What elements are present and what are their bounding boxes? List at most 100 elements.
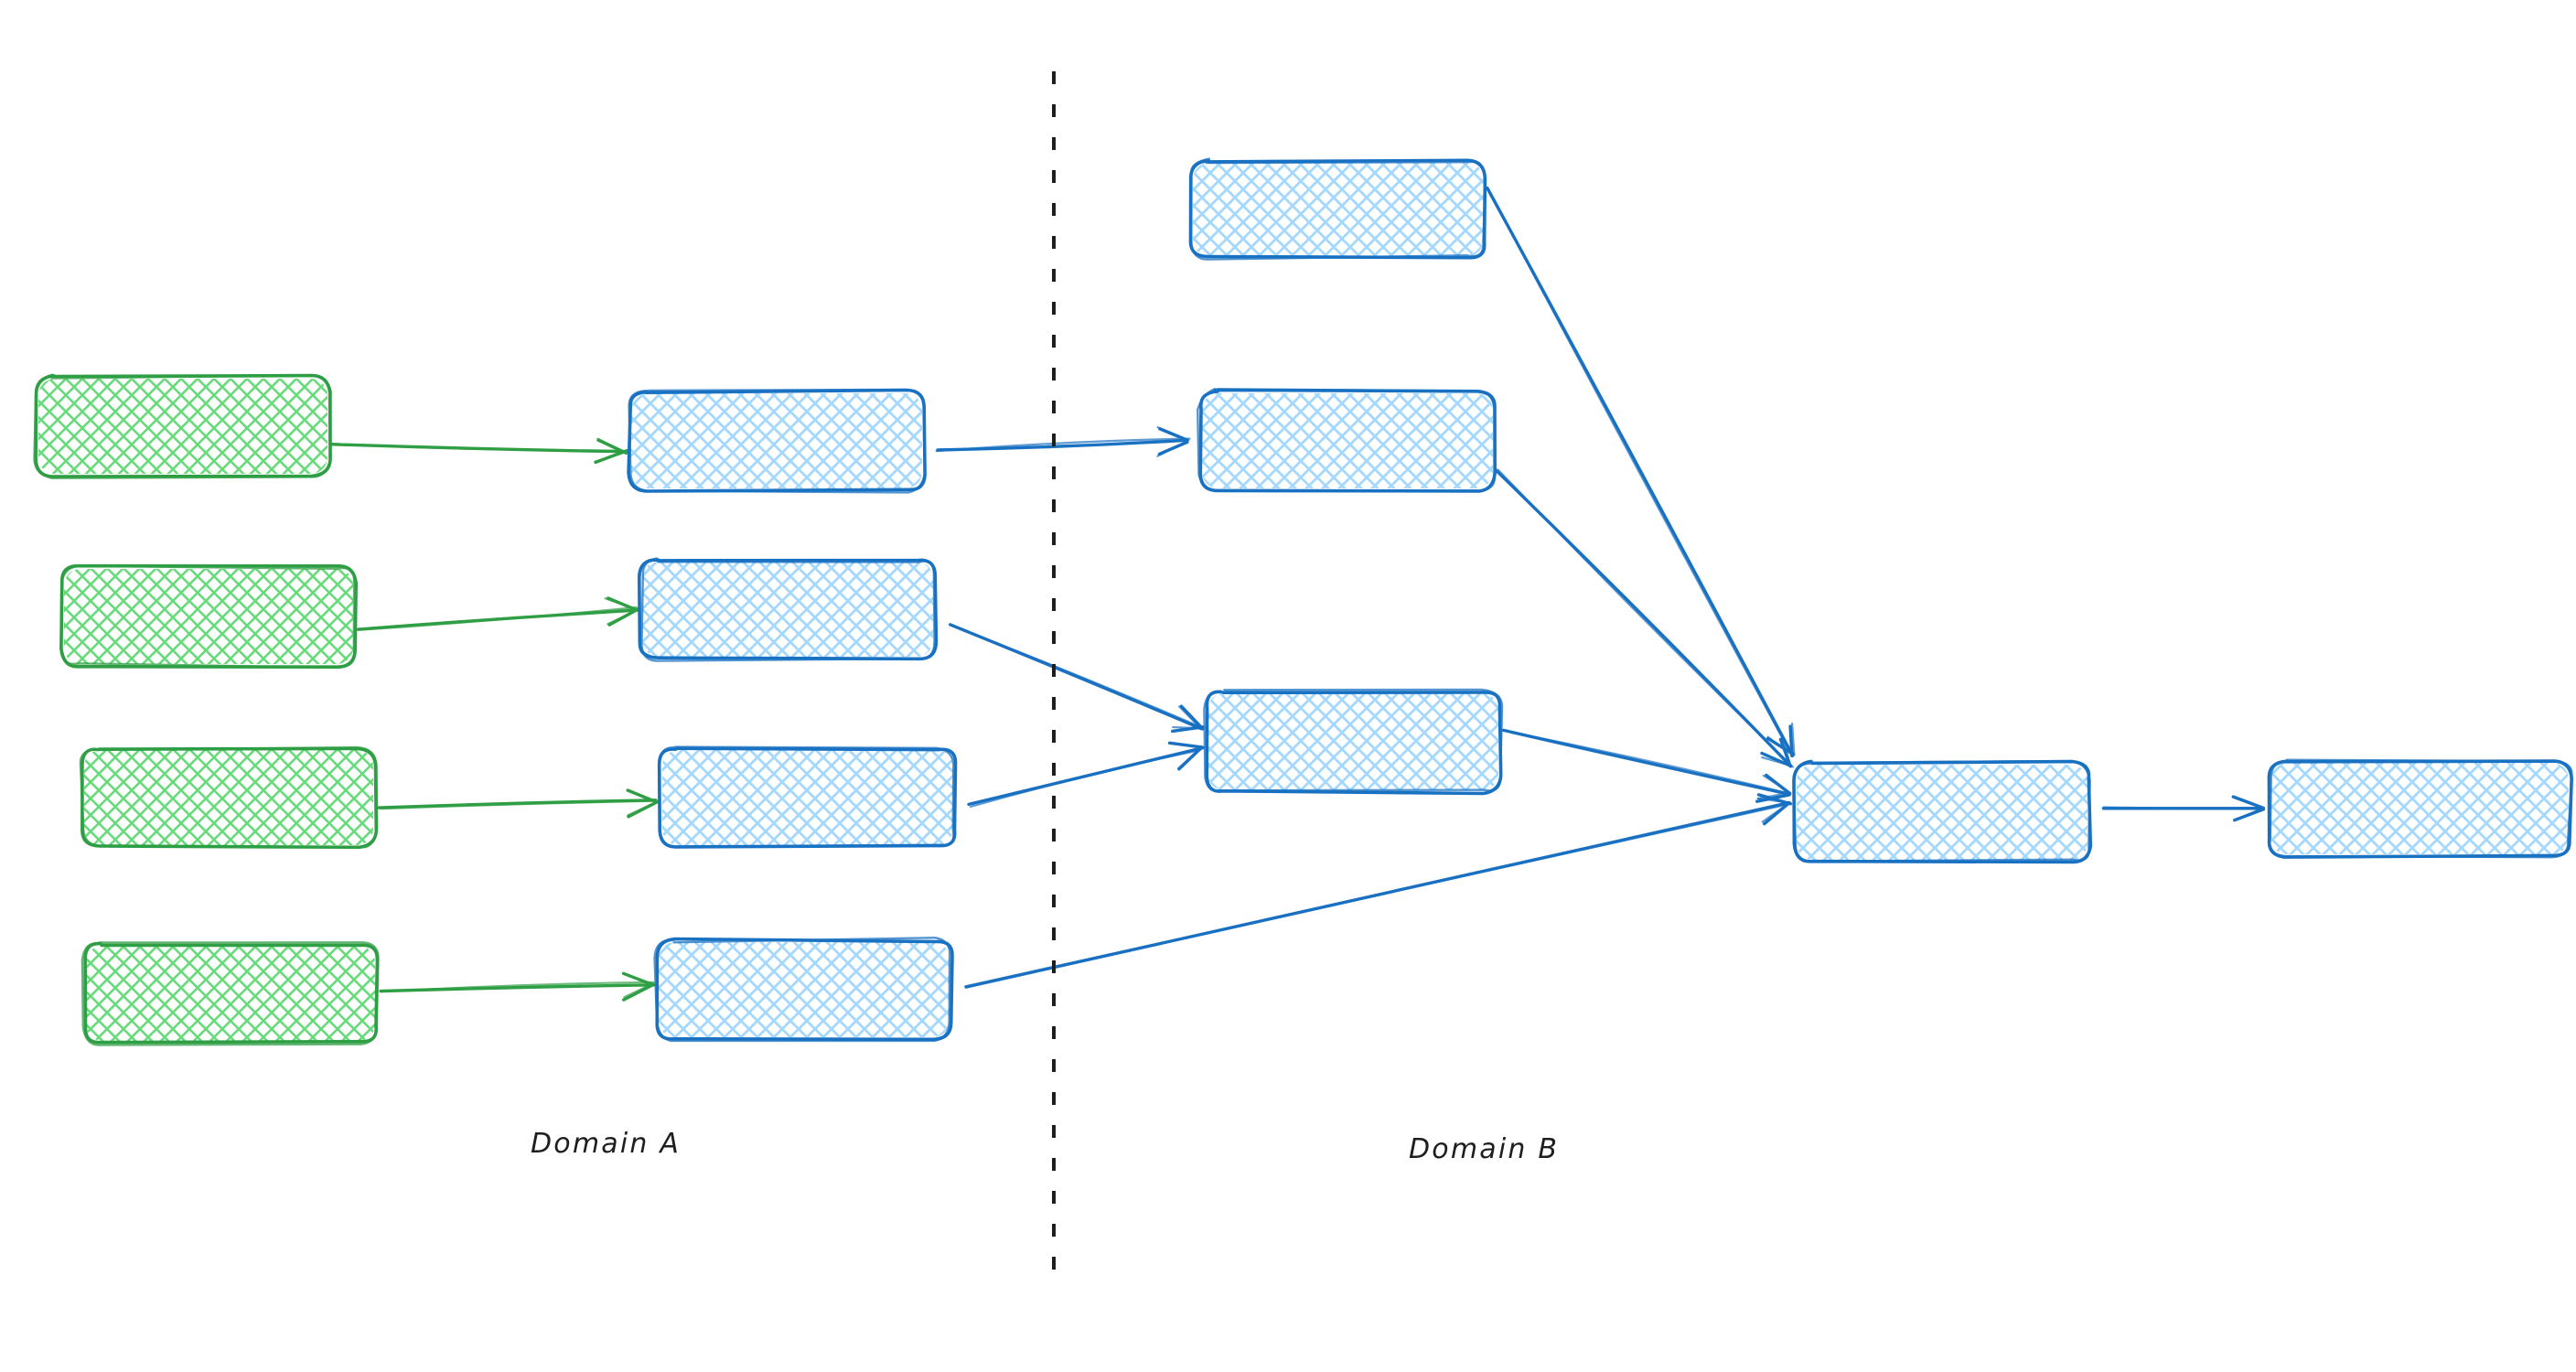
edge-arrowhead xyxy=(622,983,654,1002)
edge-arrowhead xyxy=(1757,791,1791,800)
edges-layer xyxy=(328,186,2266,1002)
edge-arrowhead xyxy=(1156,426,1190,442)
node-b2[interactable] xyxy=(638,557,939,662)
edge-hub-to-out[interactable] xyxy=(2101,795,2266,822)
node-fill xyxy=(659,942,950,1037)
edge-arrowhead xyxy=(1755,793,1791,803)
node-fill xyxy=(2270,763,2569,854)
edge-arrowhead xyxy=(596,437,628,454)
edge-arrowhead xyxy=(604,597,639,611)
node-outline xyxy=(1205,690,1503,796)
edge-b4-to-hub[interactable] xyxy=(964,793,1793,989)
node-outline xyxy=(658,745,955,849)
edge-b2-to-c3[interactable] xyxy=(949,623,1205,734)
node-outline xyxy=(1197,388,1497,492)
node-outline xyxy=(1792,759,2091,863)
node-b3[interactable] xyxy=(657,745,958,849)
node-fill xyxy=(1193,163,1484,256)
edge-c1-to-hub[interactable] xyxy=(1486,186,1796,758)
edge-arrowhead xyxy=(627,800,659,817)
edge-arrowhead xyxy=(1176,746,1203,770)
node-outline xyxy=(59,564,356,670)
edge-arrowhead xyxy=(2233,807,2265,821)
node-fill xyxy=(38,379,327,474)
edge-c2-to-hub[interactable] xyxy=(1494,468,1794,768)
domain-a-label: Domain A xyxy=(531,1128,681,1160)
edge-arrowhead xyxy=(1156,440,1189,457)
node-c1[interactable] xyxy=(1188,157,1487,261)
node-fill xyxy=(1202,393,1493,488)
nodes-layer xyxy=(33,157,2573,1046)
node-c3[interactable] xyxy=(1203,688,1504,796)
node-outline xyxy=(628,388,926,494)
edge-arrowhead xyxy=(1781,735,1792,767)
node-outline xyxy=(2268,758,2573,859)
edge-a2-to-b2[interactable] xyxy=(357,596,640,631)
node-fill xyxy=(662,750,953,845)
edge-arrowhead xyxy=(594,451,628,463)
edge-shaft xyxy=(330,443,629,452)
node-b1[interactable] xyxy=(627,388,927,494)
node-outline xyxy=(653,937,951,1043)
edge-shaft xyxy=(935,437,1191,453)
domain-b-label: Domain B xyxy=(1409,1133,1559,1165)
node-a1[interactable] xyxy=(33,373,332,479)
node-outline xyxy=(33,373,332,479)
edge-shaft xyxy=(1497,468,1794,768)
edge-arrowhead xyxy=(622,972,654,986)
edge-shaft xyxy=(1487,188,1793,756)
node-c2[interactable] xyxy=(1197,388,1497,493)
node-outline xyxy=(79,745,379,849)
edge-arrowhead xyxy=(1766,735,1793,756)
node-outline xyxy=(1203,688,1504,792)
node-fill xyxy=(1208,693,1498,790)
edge-shaft xyxy=(1500,729,1792,795)
edge-a3-to-b3[interactable] xyxy=(377,788,659,819)
node-fill xyxy=(64,569,353,664)
node-fill xyxy=(1797,765,2088,860)
node-fill xyxy=(642,562,933,657)
edge-a4-to-b4[interactable] xyxy=(379,971,656,1002)
edge-arrowhead xyxy=(1791,722,1796,756)
node-a3[interactable] xyxy=(79,745,379,850)
edge-shaft xyxy=(949,623,1205,730)
edge-arrowhead xyxy=(1171,742,1204,748)
edge-shaft xyxy=(380,799,659,810)
edge-arrowhead xyxy=(1762,774,1791,794)
node-hub[interactable] xyxy=(1792,759,2093,864)
edge-arrowhead xyxy=(1761,756,1792,767)
edge-b1-to-c2[interactable] xyxy=(935,426,1191,457)
node-a2[interactable] xyxy=(59,563,358,670)
edge-arrowhead xyxy=(623,981,655,999)
node-fill xyxy=(84,750,373,845)
edge-shaft xyxy=(380,981,655,993)
node-outline xyxy=(1189,157,1487,261)
labels-layer: Domain A Domain B xyxy=(531,1128,1559,1165)
node-outline xyxy=(655,937,954,1042)
node-outline xyxy=(80,941,380,1046)
edge-arrowhead xyxy=(1179,704,1205,731)
edge-arrowhead xyxy=(1172,725,1204,730)
edge-arrowhead xyxy=(627,789,658,803)
edge-arrowhead xyxy=(1761,802,1790,823)
edge-shaft xyxy=(2102,806,2266,809)
node-outline xyxy=(2267,759,2573,859)
edge-arrowhead xyxy=(606,608,639,626)
node-fill xyxy=(631,393,922,488)
edge-shaft xyxy=(964,802,1792,988)
edge-arrowhead xyxy=(1788,724,1794,758)
edge-a1-to-b1[interactable] xyxy=(328,437,629,465)
edge-b3-to-c3[interactable] xyxy=(967,741,1205,809)
edge-arrowhead xyxy=(1177,705,1202,730)
node-out[interactable] xyxy=(2267,758,2573,859)
edge-shaft xyxy=(969,748,1202,809)
node-a4[interactable] xyxy=(80,941,380,1046)
edge-arrowhead xyxy=(2234,796,2265,809)
edge-c3-to-hub[interactable] xyxy=(1500,728,1792,803)
node-fill xyxy=(86,946,375,1041)
node-outline xyxy=(83,941,380,1045)
node-b4[interactable] xyxy=(653,937,954,1043)
node-outline xyxy=(640,557,936,662)
